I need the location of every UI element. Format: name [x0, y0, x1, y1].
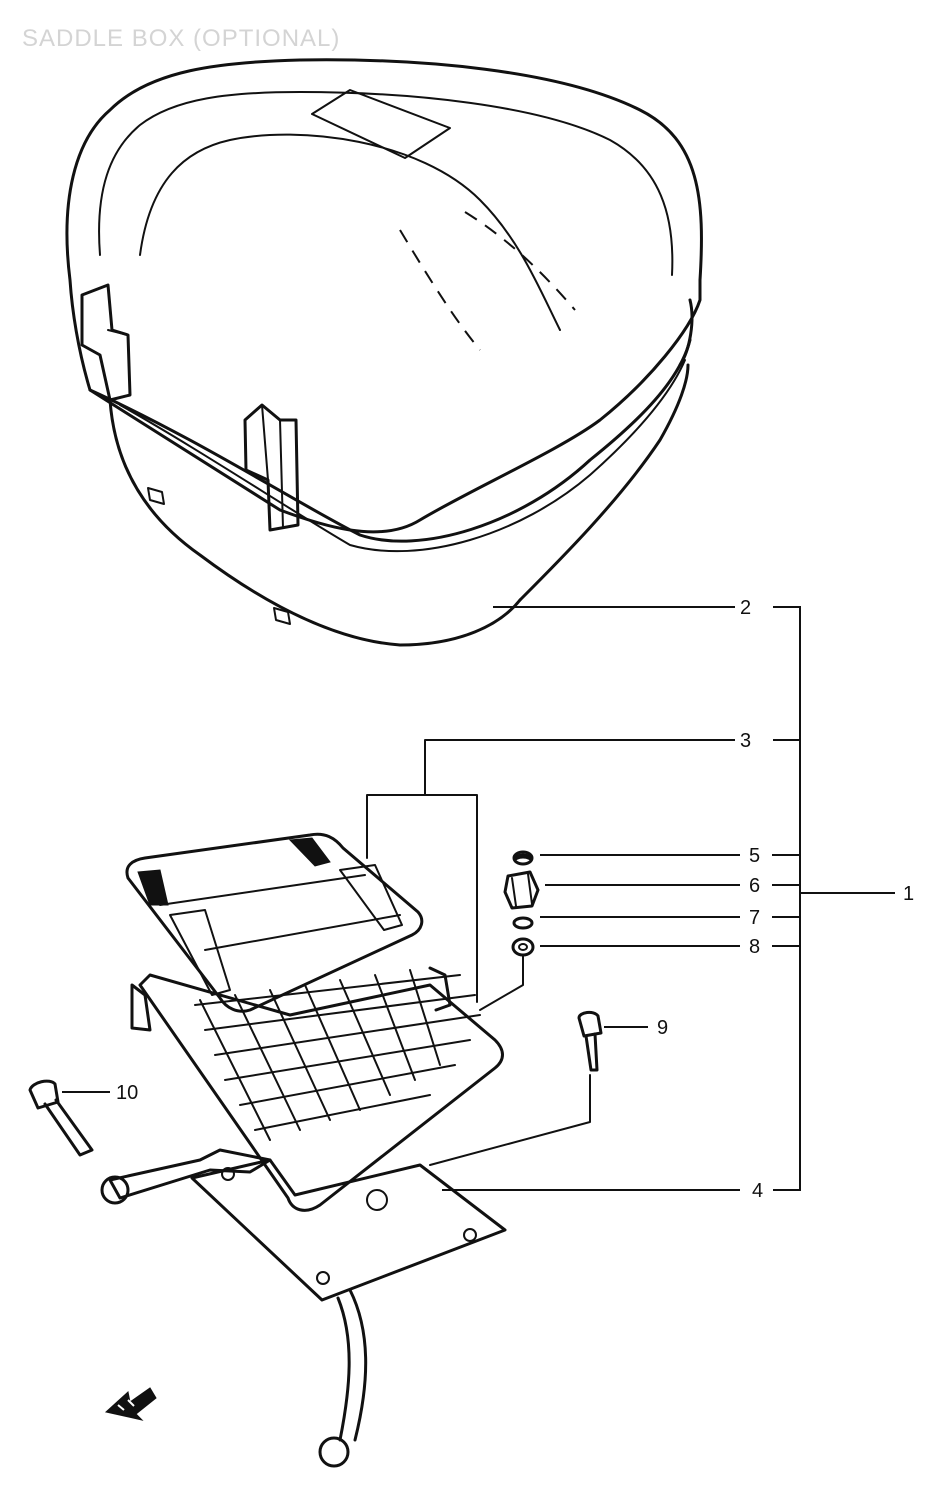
callout-6: 6	[749, 875, 760, 897]
carrier-base-illustration	[100, 832, 507, 1468]
callout-2: 2	[740, 597, 751, 619]
pad-sheet-outline	[366, 739, 478, 1003]
callout-9: 9	[657, 1017, 668, 1039]
diagram-title: SADDLE BOX (OPTIONAL)	[22, 25, 340, 52]
washer-7	[512, 916, 534, 930]
bolt-9	[577, 1010, 603, 1072]
hardware-leader	[479, 954, 524, 1011]
callout-4: 4	[752, 1180, 763, 1202]
callout-1: 1	[903, 883, 914, 905]
saddle-box-illustration	[65, 58, 703, 647]
washer-8	[511, 937, 535, 957]
front-direction-arrow-icon	[104, 1387, 157, 1421]
lock-washer-5	[512, 850, 534, 866]
bolt-10	[28, 1079, 94, 1157]
callout-8: 8	[749, 936, 760, 958]
bolt-9-leader	[429, 1074, 591, 1166]
callout-5: 5	[749, 845, 760, 867]
callout-10: 10	[116, 1082, 138, 1104]
callout-leaders	[62, 606, 895, 1191]
callout-7: 7	[749, 907, 760, 929]
hex-nut-6	[503, 870, 540, 910]
callout-3: 3	[740, 730, 751, 752]
